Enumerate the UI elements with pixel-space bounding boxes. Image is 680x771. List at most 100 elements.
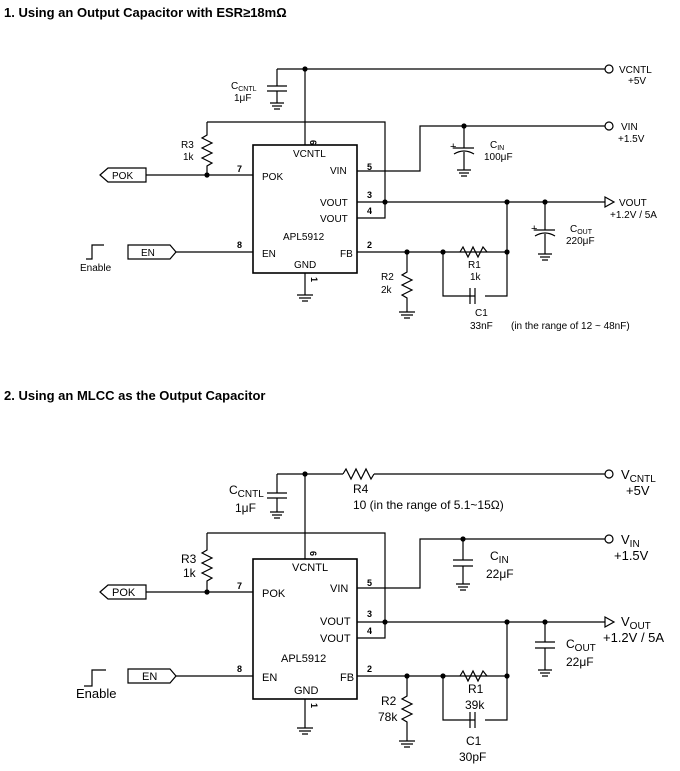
cout-value-2: 22μF <box>566 655 594 669</box>
pin-fb-label: FB <box>340 249 353 260</box>
c1-capacitor <box>469 288 476 304</box>
r1-name-2: R1 <box>468 682 484 696</box>
pin-num-1-2: 1 <box>309 703 319 708</box>
pok-connector-2: POK <box>99 584 147 600</box>
pin-gnd-label-2: GND <box>294 685 319 697</box>
pin-num-7: 7 <box>237 164 242 174</box>
r4-value: 10 (in the range of 5.1~15Ω) <box>353 498 504 512</box>
ccntl-label: CCNTL <box>231 81 257 93</box>
r1-resistor-2 <box>459 669 488 683</box>
pok-label-2: POK <box>112 587 136 599</box>
pin-num-4-2: 4 <box>367 626 372 636</box>
pin-num-4: 4 <box>367 206 372 216</box>
pin-num-3-2: 3 <box>367 609 372 619</box>
chip-ground-2 <box>297 699 313 735</box>
vcntl-terminal-2 <box>604 469 614 479</box>
vout-rail-name-2: VOUT <box>621 614 651 632</box>
pin-gnd-label: GND <box>294 260 316 271</box>
cout-capacitor-2 <box>535 622 555 677</box>
vcntl-rail-value: +5V <box>628 76 646 87</box>
cin-value: 100μF <box>484 152 513 163</box>
r3-value: 1k <box>183 152 195 163</box>
apl5912-chip <box>252 144 358 274</box>
pin-num-2-2: 2 <box>367 664 372 674</box>
pin-num-8: 8 <box>237 240 242 250</box>
pin-vout2-label-2: VOUT <box>320 633 351 645</box>
r1-value-2: 39k <box>465 698 485 712</box>
r4-resistor <box>342 467 375 481</box>
enable-label: Enable <box>80 263 112 274</box>
vcntl-rail-name-2: VCNTL <box>621 467 656 485</box>
r3-resistor <box>200 122 214 175</box>
vout-arrow-icon <box>604 195 616 209</box>
c1-name: C1 <box>475 308 488 319</box>
cout-value: 220μF <box>566 236 595 247</box>
enable-step-icon-2 <box>84 669 106 687</box>
r1-resistor <box>459 245 488 259</box>
vin-rail-value: +1.5V <box>618 134 645 145</box>
r2-value-2: 78k <box>378 710 398 724</box>
cout-label-2: COUT <box>566 637 596 654</box>
r1-value: 1k <box>470 272 482 283</box>
pin-pok-label-2: POK <box>262 588 286 600</box>
en-connector: EN <box>127 244 177 260</box>
r2-resistor <box>399 252 415 319</box>
cin-capacitor: + <box>450 126 475 177</box>
pin-en-label: EN <box>262 249 276 260</box>
vout-rail-value-2: +1.2V / 5A <box>603 630 664 645</box>
r3-name-2: R3 <box>181 552 197 566</box>
ccntl-value: 1μF <box>234 93 251 104</box>
pin-num-1: 1 <box>309 277 319 282</box>
pin-num-2: 2 <box>367 240 372 250</box>
cin-label-2: CIN <box>490 549 509 566</box>
r1-name: R1 <box>468 260 481 271</box>
cin-capacitor-2 <box>453 539 473 591</box>
en-label: EN <box>141 248 155 259</box>
ccntl-capacitor-2 <box>267 474 287 519</box>
vin-rail-name-2: VIN <box>621 532 640 550</box>
c1-range-note: (in the range of 12 ~ 48nF) <box>511 321 630 332</box>
cout-capacitor: + <box>531 202 556 261</box>
cout-label: COUT <box>570 224 593 236</box>
c1-name-2: C1 <box>466 734 482 748</box>
svg-text:+: + <box>450 141 456 153</box>
pin-vout2-label: VOUT <box>320 214 348 225</box>
pin-num-7-2: 7 <box>237 581 242 591</box>
r3-value-2: 1k <box>183 566 197 580</box>
section1-heading: 1. Using an Output Capacitor with ESR≥18… <box>4 5 287 20</box>
pin-fb-label-2: FB <box>340 672 354 684</box>
ccntl-capacitor <box>267 69 287 110</box>
pin-num-5-2: 5 <box>367 578 372 588</box>
pok-label: POK <box>112 171 133 182</box>
pin-vcntl-label-2: VCNTL <box>292 562 328 574</box>
pin-num-3: 3 <box>367 190 372 200</box>
chip-ground <box>297 273 313 302</box>
svg-text:+: + <box>531 223 537 235</box>
vcntl-rail-name: VCNTL <box>619 65 652 76</box>
vin-rail-value-2: +1.5V <box>614 548 649 563</box>
c1-value: 33nF <box>470 321 493 332</box>
chip-name: APL5912 <box>283 232 325 243</box>
vcntl-rail-value-2: +5V <box>626 483 650 498</box>
r2-name: R2 <box>381 272 394 283</box>
r3-name: R3 <box>181 140 194 151</box>
cin-label: CIN <box>490 140 504 152</box>
ccntl-value-2: 1μF <box>235 501 256 515</box>
chip-name-2: APL5912 <box>281 653 326 665</box>
en-label-2: EN <box>142 671 157 683</box>
r4-name: R4 <box>353 482 369 496</box>
pin-vout1-label-2: VOUT <box>320 616 351 628</box>
section2-heading: 2. Using an MLCC as the Output Capacitor <box>4 388 266 403</box>
vcntl-terminal <box>604 64 614 74</box>
pok-connector: POK <box>99 167 147 183</box>
vin-terminal <box>604 121 614 131</box>
vin-terminal-2 <box>604 534 614 544</box>
c1-value-2: 30pF <box>459 750 486 764</box>
vin-rail-name: VIN <box>621 122 638 133</box>
circuit-1: CCNTL 1μF R3 1k VCNTL VIN POK VOUT VOUT … <box>80 64 657 332</box>
pin-num-6-2: 6 <box>308 551 318 556</box>
r2-value: 2k <box>381 285 393 296</box>
pin-num-8-2: 8 <box>237 664 242 674</box>
r3-resistor-2 <box>200 533 214 592</box>
r2-resistor-2 <box>399 676 415 748</box>
